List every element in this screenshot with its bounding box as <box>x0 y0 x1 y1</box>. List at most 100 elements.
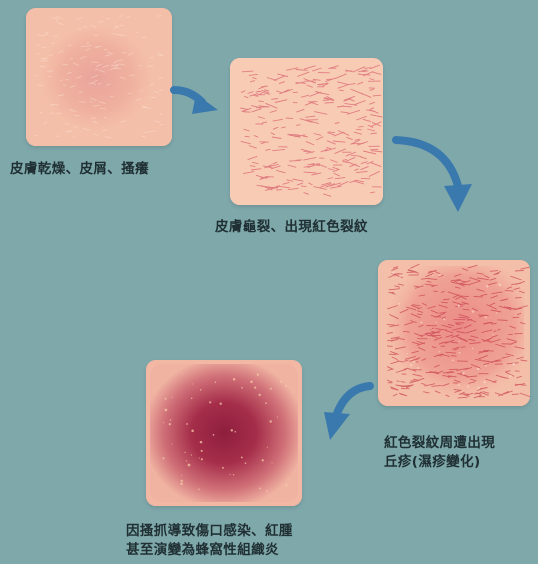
texture-dot <box>417 367 419 369</box>
texture-dot <box>198 488 200 490</box>
texture-dot <box>186 423 188 425</box>
texture-dot <box>181 480 183 482</box>
texture-dot <box>499 283 502 286</box>
texture-dot <box>439 351 440 352</box>
texture-dot <box>163 422 164 423</box>
stage-4-caption: 因搔抓導致傷口感染、紅腫 甚至演變為蜂窩性組織炎 <box>126 522 293 560</box>
texture-dot <box>165 398 167 400</box>
texture-dot <box>458 384 460 386</box>
texture-dot <box>180 482 183 485</box>
texture-dot <box>486 285 488 287</box>
texture-dot <box>262 459 264 461</box>
texture-dot <box>233 474 234 475</box>
texture-dot <box>431 328 432 329</box>
texture-dot <box>285 484 288 487</box>
stage-3-caption: 紅色裂紋周遭出現 丘疹(濕疹變化) <box>384 434 495 472</box>
texture-dot <box>458 305 460 307</box>
texture-dot <box>162 457 164 459</box>
texture-dot <box>165 409 168 412</box>
texture-dot <box>191 398 192 399</box>
texture-dot <box>266 490 268 492</box>
texture-dot <box>420 322 422 324</box>
texture-dot <box>270 388 272 390</box>
texture-dot <box>229 474 230 475</box>
texture-stroke <box>97 46 102 47</box>
caption-line: 丘疹(濕疹變化) <box>384 453 495 472</box>
texture-dot <box>285 385 287 387</box>
texture-dot <box>496 330 497 331</box>
texture-stroke <box>461 347 465 348</box>
texture-dot <box>467 386 469 388</box>
texture-dot <box>191 430 194 433</box>
texture-dot <box>199 458 200 459</box>
texture-stroke <box>491 324 497 325</box>
texture-dot <box>188 464 191 467</box>
caption-line: 皮膚龜裂、出現紅色裂紋 <box>215 218 368 237</box>
texture-dot <box>399 381 400 382</box>
texture-dot <box>509 375 511 377</box>
texture-dot <box>201 458 203 460</box>
cracked-skin-patch-image <box>230 58 383 205</box>
texture-dot <box>241 387 243 389</box>
texture-dot <box>222 467 224 469</box>
cracked-skin-texture <box>230 58 383 205</box>
texture-dot <box>512 363 515 366</box>
texture-dot <box>485 365 487 367</box>
texture-dot <box>443 318 445 320</box>
eczema-skin-patch-image <box>378 260 530 406</box>
texture-dot <box>459 352 461 354</box>
texture-stroke <box>104 50 108 51</box>
texture-dot <box>398 303 400 305</box>
texture-dot <box>182 374 183 375</box>
texture-dot <box>172 444 173 445</box>
texture-dot <box>201 450 203 452</box>
texture-dot <box>462 372 465 375</box>
texture-stroke <box>456 324 460 325</box>
texture-dot <box>215 381 216 382</box>
texture-dot <box>472 348 474 350</box>
texture-dot <box>410 364 412 366</box>
texture-dot <box>235 431 237 433</box>
texture-stroke <box>78 29 81 30</box>
texture-dot <box>483 381 485 383</box>
texture-stroke <box>296 125 301 126</box>
stage-1-caption: 皮膚乾燥、皮屑、搔癢 <box>10 160 149 179</box>
texture-stroke <box>70 59 73 60</box>
texture-dot <box>191 454 192 455</box>
texture-stroke <box>458 397 468 398</box>
caption-line: 甚至演變為蜂窩性組織炎 <box>126 541 293 560</box>
texture-dot <box>438 274 440 276</box>
caption-line: 皮膚乾燥、皮屑、搔癢 <box>10 160 149 179</box>
arrow-icon <box>308 378 378 448</box>
texture-stroke <box>417 314 422 315</box>
texture-dot <box>200 389 202 391</box>
texture-dot <box>431 336 432 337</box>
infected-skin-texture <box>146 360 302 506</box>
arrow-icon <box>386 128 476 218</box>
texture-dot <box>418 340 419 341</box>
texture-stroke <box>245 136 250 137</box>
dry-skin-patch-image <box>26 8 172 146</box>
texture-dot <box>259 488 261 490</box>
texture-stroke <box>515 371 520 372</box>
texture-dot <box>459 341 460 342</box>
texture-stroke <box>356 129 361 130</box>
texture-dot <box>392 272 395 275</box>
texture-dot <box>257 374 259 376</box>
texture-dot <box>185 452 186 453</box>
texture-dot <box>493 334 494 335</box>
texture-dot <box>209 401 211 403</box>
infected-skin-patch-image <box>146 360 302 506</box>
eczema-skin-texture <box>378 260 530 406</box>
texture-stroke <box>515 270 524 271</box>
texture-dot <box>265 402 267 404</box>
texture-dot <box>496 312 497 313</box>
texture-dot <box>480 367 481 368</box>
texture-dot <box>181 475 182 476</box>
texture-dot <box>233 378 236 381</box>
texture-dot <box>485 316 487 318</box>
texture-dot <box>277 417 278 418</box>
texture-dot <box>169 423 171 425</box>
texture-dot <box>213 434 215 436</box>
